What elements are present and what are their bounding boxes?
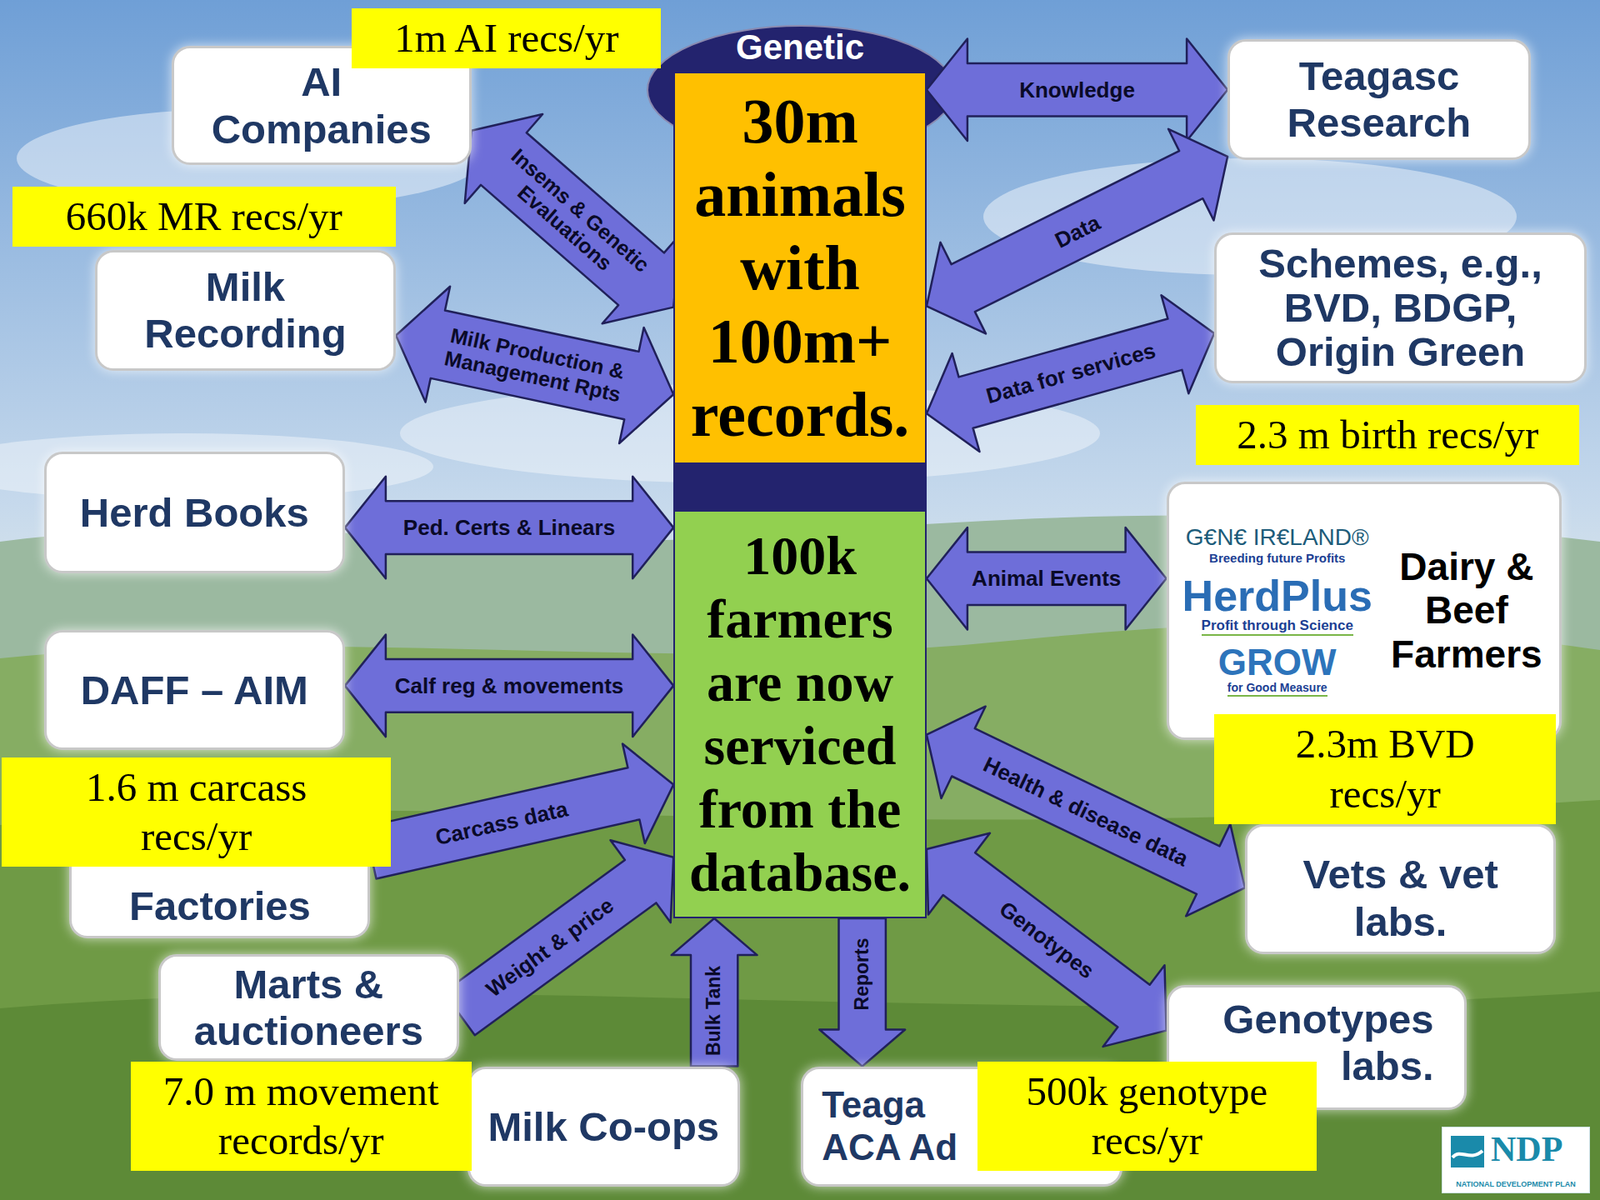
logo-square bbox=[1450, 1135, 1485, 1168]
ndp-logo-icon bbox=[1447, 1132, 1488, 1171]
node-label: DAFF – AIM bbox=[80, 666, 309, 714]
arrow-label: Ped. Certs & Linears bbox=[403, 515, 615, 540]
arrow-label: Reports bbox=[851, 937, 873, 1010]
farmer-service-panel: 100k farmers are now serviced from the d… bbox=[673, 510, 927, 919]
node-label: Breeding future Profits bbox=[1209, 550, 1345, 566]
partner-box: Teagasc Research bbox=[1227, 39, 1531, 161]
record-count: 7.0 m movement records/yr bbox=[139, 1066, 464, 1167]
node-label: Vets & vet labs. bbox=[1262, 850, 1540, 945]
node-label: Milk Recording bbox=[112, 263, 379, 358]
arrow-label: Animal Events bbox=[971, 566, 1121, 591]
data-flow-arrow bbox=[926, 295, 1215, 452]
animal-records-panel: 30m animals with 100m+ records. bbox=[673, 71, 927, 465]
callout-box: 7.0 m movement records/yr bbox=[130, 1061, 472, 1172]
node-label: for Good Measure bbox=[1227, 680, 1328, 697]
node-label: Schemes, e.g., BVD, BDGP, Origin Green bbox=[1231, 241, 1570, 375]
data-flow-arrow bbox=[926, 129, 1228, 335]
node-label: Profit through Science bbox=[1201, 617, 1354, 636]
partner-box: Vets & vet labs. bbox=[1245, 824, 1557, 955]
data-flow-arrow bbox=[465, 114, 681, 324]
partner-box: Milk Recording bbox=[95, 250, 396, 371]
partner-box: DAFF – AIM bbox=[44, 630, 345, 751]
node-label: Milk Co-ops bbox=[487, 1103, 720, 1150]
ndp-logo-panel: NDP NATIONAL DEVELOPMENT PLAN bbox=[1441, 1126, 1590, 1194]
data-flow-arrow bbox=[926, 833, 1167, 1047]
data-flow-arrow bbox=[395, 286, 674, 444]
node-label: 30m animals with 100m+ records. bbox=[685, 84, 915, 451]
partner-box: Marts & auctioneers bbox=[158, 954, 460, 1062]
callout-box: 2.3m BVD recs/yr bbox=[1214, 714, 1556, 825]
callout-box: 1m AI recs/yr bbox=[351, 8, 661, 69]
logo-column: G€N€ IR€LAND®Breeding future ProfitsHerd… bbox=[1182, 525, 1373, 697]
node-label: Genetic bbox=[673, 30, 927, 65]
callout-box: 500k genotype recs/yr bbox=[977, 1061, 1317, 1172]
data-flow-arrow bbox=[926, 527, 1167, 630]
node-label: 100k farmers are now serviced from the d… bbox=[685, 524, 915, 905]
data-flow-arrow bbox=[345, 635, 674, 738]
data-flow-arrow bbox=[443, 840, 674, 1035]
data-flow-arrow bbox=[926, 39, 1228, 142]
node-label: Factories bbox=[129, 882, 311, 930]
logo-text: NDP bbox=[1490, 1131, 1563, 1167]
node-label: Teaga ACA Ad bbox=[821, 1084, 968, 1169]
record-count: 2.3 m birth recs/yr bbox=[1236, 410, 1539, 460]
logo-wave bbox=[1452, 1150, 1483, 1158]
node-label: Marts & auctioneers bbox=[175, 960, 442, 1055]
text-column: Dairy & Beef Farmers bbox=[1387, 545, 1546, 678]
partner-box: Schemes, e.g., BVD, BDGP, Origin Green bbox=[1214, 232, 1587, 384]
node-label: G€N€ IR€LAND® bbox=[1185, 525, 1370, 551]
node-label: AI Companies bbox=[189, 58, 455, 153]
partner-box: Herd Books bbox=[44, 451, 345, 574]
data-flow-arrow bbox=[819, 918, 905, 1067]
node-label: HerdPlus bbox=[1182, 574, 1373, 618]
arrow-label: Calf reg & movements bbox=[395, 674, 625, 699]
arrow-label: Knowledge bbox=[1019, 78, 1135, 103]
record-count: 1m AI recs/yr bbox=[394, 13, 619, 64]
node-label: Teagasc Research bbox=[1245, 52, 1514, 147]
callout-box: 660k MR recs/yr bbox=[12, 186, 396, 247]
central-database-hub: Genetic 30m animals with 100m+ records. 10… bbox=[673, 25, 927, 919]
node-label: Dairy & Beef Farmers bbox=[1387, 545, 1546, 678]
node-label: Herd Books bbox=[80, 489, 310, 536]
partner-box: Milk Co-ops bbox=[467, 1066, 740, 1188]
farmer-box: G€N€ IR€LAND®Breeding future ProfitsHerd… bbox=[1166, 481, 1562, 740]
callout-box: 2.3 m birth recs/yr bbox=[1195, 405, 1580, 465]
data-flow-arrow bbox=[671, 918, 758, 1067]
callout-box: 1.6 m carcass recs/yr bbox=[1, 757, 391, 868]
logo-text: NATIONAL DEVELOPMENT PLAN bbox=[1442, 1180, 1590, 1189]
data-flow-arrow bbox=[345, 476, 674, 580]
record-count: 660k MR recs/yr bbox=[65, 191, 343, 242]
node-label: GROW bbox=[1218, 644, 1337, 681]
record-count: 2.3m BVD recs/yr bbox=[1276, 719, 1494, 820]
arrow-label: Bulk Tank bbox=[703, 965, 725, 1056]
record-count: 1.6 m carcass recs/yr bbox=[71, 762, 322, 863]
record-count: 500k genotype recs/yr bbox=[985, 1066, 1309, 1167]
